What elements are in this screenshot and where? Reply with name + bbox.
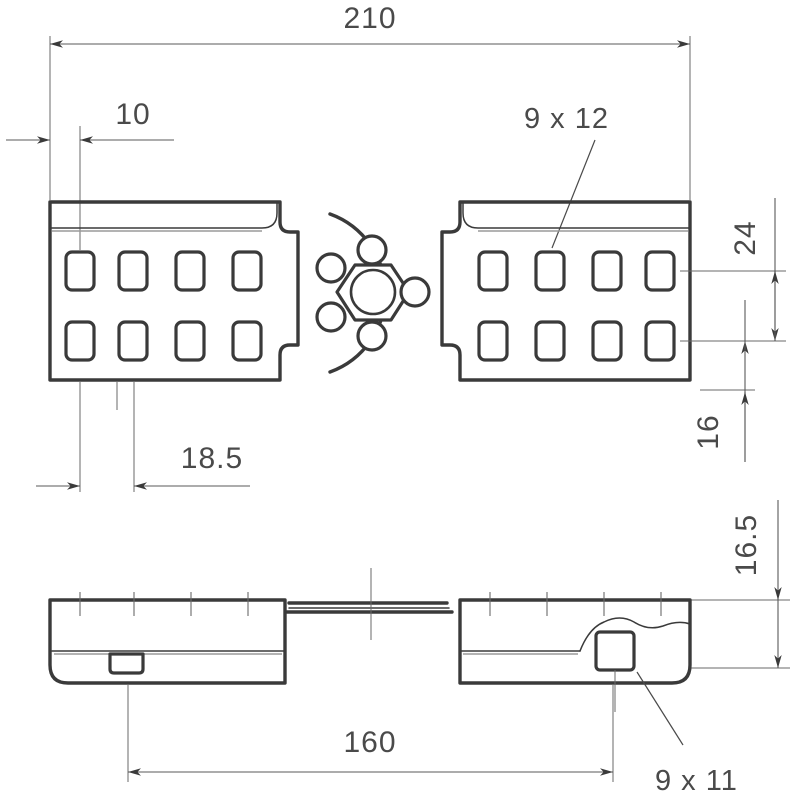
right-profile-section bbox=[458, 598, 692, 685]
pilot-hole-icon bbox=[315, 301, 347, 333]
rounded-rectangular-slot bbox=[477, 250, 509, 292]
right-plate-outline bbox=[440, 200, 692, 382]
note-slot-size-plan: 9 x 12 bbox=[524, 103, 609, 249]
dimension-label-16: 16 bbox=[692, 414, 725, 449]
left-profile-section bbox=[48, 598, 287, 685]
rounded-rectangular-slot bbox=[591, 250, 623, 292]
left-profile-tick-marks bbox=[79, 592, 249, 616]
rounded-rectangular-slot bbox=[64, 250, 96, 292]
overlapping-plate-joint bbox=[285, 601, 454, 614]
note-label-9x11: 9 x 11 bbox=[655, 765, 738, 797]
rounded-rectangular-slot bbox=[174, 320, 206, 362]
leader-line bbox=[551, 139, 596, 249]
dimension-label-16-5: 16.5 bbox=[730, 514, 763, 576]
rounded-rectangular-slot bbox=[644, 250, 676, 292]
rounded-rectangular-slot bbox=[174, 250, 206, 292]
pilot-hole-icon bbox=[356, 320, 388, 352]
break-line-icon bbox=[579, 617, 691, 652]
dimension-side-length: 160 bbox=[127, 685, 614, 782]
leader-line bbox=[636, 671, 684, 746]
dimension-label-24: 24 bbox=[729, 220, 762, 255]
rounded-rectangular-slot bbox=[644, 320, 676, 362]
side-view bbox=[48, 568, 692, 712]
rounded-rectangular-slot bbox=[231, 320, 263, 362]
rounded-rectangular-slot bbox=[534, 250, 566, 292]
dimension-edge-offset: 10 bbox=[6, 98, 174, 250]
rounded-rectangular-slot bbox=[534, 320, 566, 362]
rounded-rectangular-slot bbox=[591, 320, 623, 362]
dimension-slot-pitch: 18.5 bbox=[36, 382, 250, 492]
dimension-row-spacing-inner: 16 bbox=[692, 300, 755, 462]
square-hole-icon bbox=[594, 630, 636, 672]
dimension-label-160: 160 bbox=[343, 726, 396, 759]
left-plate-slot-row-bottom bbox=[64, 320, 263, 362]
pilot-hole-icon bbox=[356, 234, 388, 266]
small-slot-icon bbox=[108, 652, 145, 675]
note-label-9x12: 9 x 12 bbox=[524, 103, 609, 135]
dimension-label-210: 210 bbox=[343, 2, 396, 35]
rounded-rectangular-slot bbox=[117, 320, 149, 362]
plan-view bbox=[48, 200, 692, 382]
note-slot-size-side: 9 x 11 bbox=[636, 671, 738, 797]
rounded-rectangular-slot bbox=[64, 320, 96, 362]
rounded-rectangular-slot bbox=[477, 320, 509, 362]
dimension-overall-length: 210 bbox=[49, 2, 691, 200]
rounded-rectangular-slot bbox=[231, 250, 263, 292]
right-plate-slot-row-top bbox=[477, 250, 676, 292]
right-plate-rim bbox=[462, 202, 691, 229]
dimension-row-spacing-outer: 24 bbox=[680, 198, 786, 342]
right-profile-tick-marks bbox=[489, 592, 662, 616]
left-plate-rim bbox=[49, 202, 278, 229]
pilot-hole-icon bbox=[315, 252, 347, 284]
left-plate-outline bbox=[48, 200, 300, 382]
rounded-rectangular-slot bbox=[117, 250, 149, 292]
center-bore-icon bbox=[349, 268, 397, 316]
dimension-label-18-5: 18.5 bbox=[181, 442, 243, 475]
left-plate-slot-row-top bbox=[64, 250, 263, 292]
dimension-label-10: 10 bbox=[115, 98, 150, 131]
right-plate-slot-row-bottom bbox=[477, 320, 676, 362]
dimension-side-height: 16.5 bbox=[690, 500, 790, 669]
pilot-hole-icon bbox=[399, 276, 431, 308]
